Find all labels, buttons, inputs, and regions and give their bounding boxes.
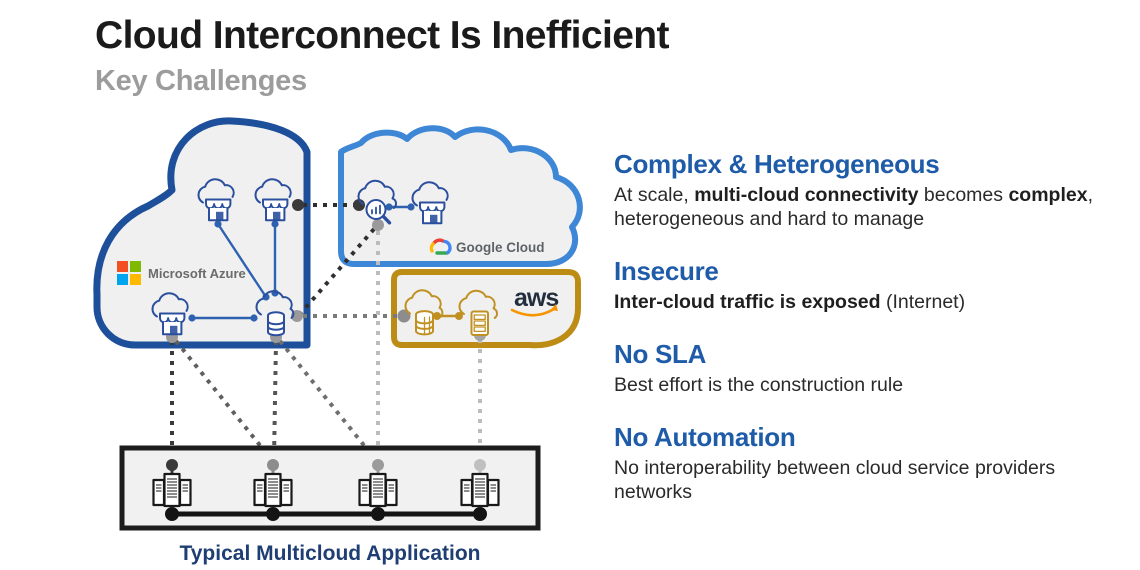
- aws-label: aws: [514, 284, 558, 312]
- microsoft-logo-icon: [117, 261, 141, 285]
- aws-logo: aws: [510, 284, 559, 317]
- challenge-complex: Complex & Heterogeneous At scale, multi-…: [614, 149, 1129, 232]
- google-cloud-shape: [338, 125, 583, 267]
- challenge-heading: Insecure: [614, 255, 719, 286]
- challenge-heading: No SLA: [614, 338, 707, 369]
- challenge-body: No interoperability between cloud servic…: [614, 456, 1056, 503]
- aws-cloud-shape: [391, 269, 581, 349]
- google-cloud-logo: Google Cloud: [429, 238, 545, 255]
- page-title: Cloud Interconnect Is Inefficient: [95, 14, 670, 57]
- challenge-heading: No Automation: [614, 421, 796, 452]
- page-subtitle: Key Challenges: [95, 65, 307, 97]
- intra-cloud-links: [188, 203, 463, 322]
- dotted-links: [170, 203, 482, 461]
- challenge-heading: Complex & Heterogeneous: [614, 149, 940, 179]
- challenge-body: At scale, multi-cloud connectivity becom…: [614, 184, 1093, 230]
- app-box-caption: Typical Multicloud Application: [179, 542, 480, 565]
- aws-smile-icon: [510, 304, 558, 317]
- header: Cloud Interconnect Is Inefficient Key Ch…: [95, 14, 670, 98]
- google-cloud-logo-icon: [429, 238, 452, 255]
- multicloud-diagram: Microsoft Azure Google Cloud aws: [93, 117, 583, 565]
- challenge-body: Best effort is the construction rule: [614, 373, 904, 396]
- server-bus: [165, 507, 487, 521]
- pin-dots: [166, 459, 486, 475]
- azure-cloud: [93, 117, 311, 349]
- google-label: Google Cloud: [456, 240, 545, 255]
- microsoft-azure-logo: Microsoft Azure: [117, 261, 246, 285]
- challenge-body: Inter-cloud traffic is exposed (Internet…: [614, 290, 966, 313]
- azure-label: Microsoft Azure: [148, 266, 246, 281]
- challenge-no-automation: No Automation No interoperability betwee…: [614, 422, 1129, 505]
- challenges-panel: Complex & Heterogeneous At scale, multi-…: [614, 149, 1129, 529]
- app-box: [119, 445, 541, 531]
- challenge-no-sla: No SLA Best effort is the construction r…: [614, 339, 1129, 398]
- challenge-insecure: Insecure Inter-cloud traffic is exposed …: [614, 256, 1129, 315]
